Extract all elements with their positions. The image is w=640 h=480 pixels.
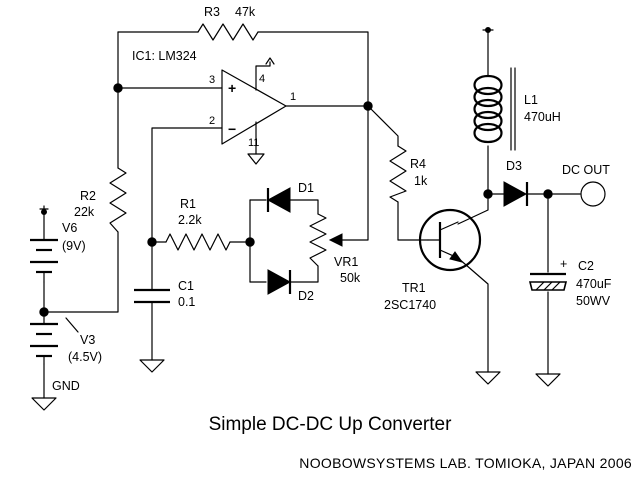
junction-dot	[147, 237, 157, 247]
junction-dot	[39, 307, 49, 317]
junction-dot	[483, 189, 493, 199]
ic1-label: IC1: LM324	[132, 49, 197, 63]
tr1-part: 2SC1740	[384, 298, 436, 312]
r1-name: R1	[180, 197, 196, 211]
r4-name: R4	[410, 157, 426, 171]
d2-name: D2	[298, 289, 314, 303]
pin-3-label: 3	[209, 74, 215, 86]
r4-value: 1k	[414, 174, 428, 188]
resistor-r4: R4 1k	[389, 145, 428, 203]
diode-d1: D1	[266, 181, 314, 213]
opamp-plus-sign: +	[228, 80, 236, 96]
opamp-minus-sign: −	[228, 121, 236, 137]
c1-value: 0.1	[178, 295, 195, 309]
diagram-title: Simple DC-DC Up Converter	[209, 414, 453, 435]
junction-dot	[245, 237, 255, 247]
l1-name: L1	[524, 93, 538, 107]
battery-v3: V3 (4.5V) GND	[30, 317, 102, 411]
pin-2-label: 2	[209, 115, 215, 127]
c2-name: C2	[578, 259, 594, 273]
c1-name: C1	[178, 279, 194, 293]
footer-credit: NOOBOWSYSTEMS LAB. TOMIOKA, JAPAN 2006	[299, 455, 632, 471]
dc-out-terminal: DC OUT	[562, 163, 610, 207]
opamp-triangle	[221, 69, 287, 145]
c2-plus-sign: +	[560, 257, 567, 271]
l1-value: 470uH	[524, 110, 561, 124]
d1-name: D1	[298, 181, 314, 195]
r3-value: 47k	[235, 5, 256, 19]
vr1-value: 50k	[340, 271, 361, 285]
pin-11-label: 11	[248, 137, 259, 149]
ground-symbol	[139, 359, 165, 373]
junction-dots	[39, 83, 553, 317]
vr1-name: VR1	[334, 255, 358, 269]
ground-symbol	[535, 373, 561, 387]
v3-value: (4.5V)	[68, 350, 102, 364]
c2-rating: 50WV	[576, 294, 611, 308]
r3-name: R3	[204, 5, 220, 19]
d3-name: D3	[506, 159, 522, 173]
junction-dot	[113, 83, 123, 93]
dc-out-label: DC OUT	[562, 163, 610, 177]
v3-name: V3	[80, 333, 95, 347]
inductor-l1: L1 470uH	[473, 27, 561, 151]
resistor-r3: R3 47k	[197, 5, 259, 41]
battery-v6: V6 (9V)	[30, 205, 86, 283]
resistor-r1: R1 2.2k	[165, 197, 231, 251]
r1-value: 2.2k	[178, 213, 202, 227]
v6-value: (9V)	[62, 239, 86, 253]
junction-dot	[363, 101, 373, 111]
pin-1-label: 1	[290, 91, 296, 103]
gnd-label: GND	[52, 379, 80, 393]
resistor-r2: R2 22k	[74, 167, 127, 233]
ground-symbol	[475, 371, 501, 385]
r2-value: 22k	[74, 205, 95, 219]
v6-name: V6	[62, 221, 77, 235]
c2-value: 470uF	[576, 277, 612, 291]
pin-4-label: 4	[259, 73, 265, 85]
potentiometer-vr1: VR1 50k	[309, 213, 361, 285]
junction-dot	[543, 189, 553, 199]
diode-d2: D2	[267, 269, 314, 303]
ground-symbol	[31, 397, 57, 411]
capacitor-c2: + C2 470uF 50WV	[528, 257, 612, 387]
tr1-name: TR1	[402, 281, 426, 295]
capacitor-c1: C1 0.1	[134, 279, 195, 373]
opamp-ic1: + − 3 2 1 4 11 IC1: LM324	[132, 49, 296, 165]
transistor-tr1: TR1 2SC1740	[384, 208, 501, 385]
ground-symbol	[247, 153, 265, 165]
diode-d3: D3	[503, 159, 529, 207]
r2-name: R2	[80, 189, 96, 203]
